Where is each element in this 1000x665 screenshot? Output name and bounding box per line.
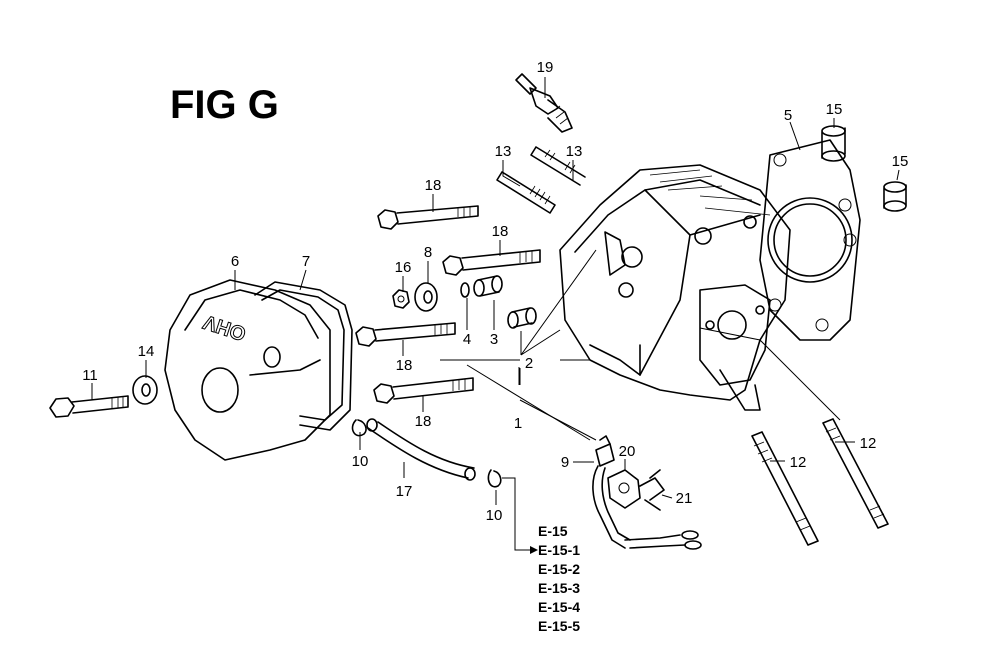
clamp-10a xyxy=(351,419,367,437)
callout-7: 7 xyxy=(302,253,310,270)
callout-9: 9 xyxy=(561,454,569,471)
callout-16: 16 xyxy=(395,259,412,276)
clip-21 xyxy=(639,469,665,511)
bolt-18b xyxy=(442,249,541,276)
reference-arrow xyxy=(530,546,538,554)
reference-e-15-5: E-15-5 xyxy=(538,618,580,634)
stud-12a xyxy=(751,431,819,546)
cover-logo: OHV xyxy=(200,310,249,345)
callout-18d: 18 xyxy=(415,413,432,430)
sensor-clip-20 xyxy=(607,469,641,509)
callout-19: 19 xyxy=(537,59,554,76)
reference-e-15-3: E-15-3 xyxy=(538,580,580,596)
callout-15a: 15 xyxy=(826,101,843,118)
cover-gasket xyxy=(254,281,353,431)
callout-8: 8 xyxy=(424,244,432,261)
nut-16 xyxy=(392,289,410,309)
stud-13b xyxy=(530,146,586,186)
callout-20: 20 xyxy=(619,443,636,460)
callout-18a: 18 xyxy=(425,177,442,194)
callout-13a: 13 xyxy=(495,143,512,160)
oil-sensor xyxy=(592,435,631,549)
clamp-10b xyxy=(487,469,502,488)
washer-14 xyxy=(132,375,158,405)
callout-18c: 18 xyxy=(396,357,413,374)
head-gasket xyxy=(759,139,861,341)
callout-15b: 15 xyxy=(892,153,909,170)
callout-10b: 10 xyxy=(486,507,503,524)
part-4-seal xyxy=(460,282,470,298)
callout-21: 21 xyxy=(676,490,693,507)
part-3-pin xyxy=(473,275,503,297)
reference-e-15: E-15 xyxy=(538,523,568,539)
reference-e-15-4: E-15-4 xyxy=(538,599,580,615)
sensor-wire-leads xyxy=(624,530,702,550)
washer-8 xyxy=(414,282,438,312)
bolt-18c xyxy=(355,322,456,347)
callout-1: 1 xyxy=(514,415,522,432)
bolt-18a xyxy=(377,205,479,230)
callout-13b: 13 xyxy=(566,143,583,160)
callout-3: 3 xyxy=(490,331,498,348)
callout-11: 11 xyxy=(82,367,98,384)
cross-reference-list: E-15 E-15-1 E-15-2 E-15-3 E-15-4 E-15-5 xyxy=(538,523,580,634)
dowel-pin-upper xyxy=(821,125,846,162)
figure-title: FIG G xyxy=(170,83,279,127)
callout-14: 14 xyxy=(138,343,155,360)
spark-plug xyxy=(515,73,573,133)
callout-17: 17 xyxy=(396,483,413,500)
stud-13a xyxy=(496,171,556,214)
stud-12b xyxy=(822,418,889,529)
head-cover: OHV xyxy=(164,279,331,461)
reference-e-15-1: E-15-1 xyxy=(538,542,580,558)
bolt-18d xyxy=(373,377,474,404)
callout-12a: 12 xyxy=(790,454,807,471)
callout-6: 6 xyxy=(231,253,239,270)
callout-4: 4 xyxy=(463,331,471,348)
callout-2: 2 xyxy=(525,355,533,372)
breather-tube xyxy=(366,418,476,481)
callout-5: 5 xyxy=(784,107,792,124)
reference-e-15-2: E-15-2 xyxy=(538,561,580,577)
leader-lines xyxy=(91,77,900,554)
dowel-pin-lower xyxy=(883,181,907,212)
bolt-11 xyxy=(49,395,129,418)
callout-12b: 12 xyxy=(860,435,877,452)
callout-labels: 19 13 13 5 15 15 18 18 18 18 16 8 6 7 4 … xyxy=(82,59,908,524)
callout-18b: 18 xyxy=(492,223,509,240)
cylinder-head xyxy=(559,164,791,411)
part-2-pin xyxy=(507,307,537,329)
callout-10a: 10 xyxy=(352,453,369,470)
